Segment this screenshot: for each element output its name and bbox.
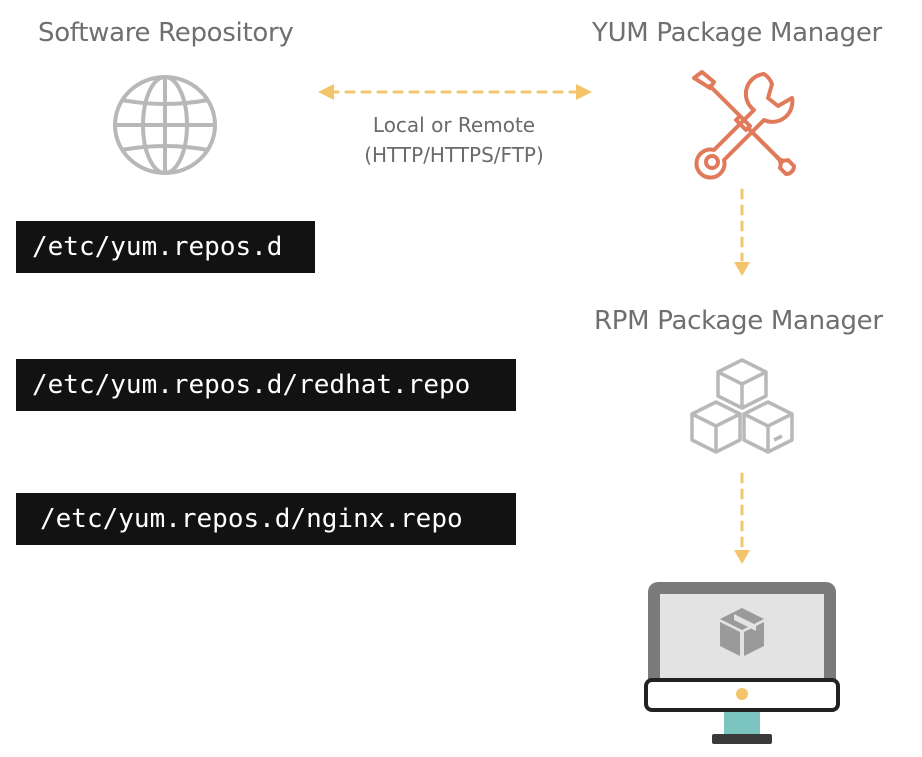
computer-icon xyxy=(640,578,844,753)
arrowhead-right xyxy=(576,84,592,100)
path-redhat-repo: /etc/yum.repos.d/redhat.repo xyxy=(16,359,516,411)
path-nginx-repo: /etc/yum.repos.d/nginx.repo xyxy=(16,493,516,545)
connection-label-type: Local or Remote xyxy=(372,113,536,137)
boxes-icon xyxy=(686,356,798,464)
arrowhead-left xyxy=(318,84,334,100)
globe-icon xyxy=(110,72,220,178)
tools-icon xyxy=(684,66,800,182)
rpm-package-manager-title: RPM Package Manager xyxy=(594,306,883,336)
connection-label-protocols: (HTTP/HTTPS/FTP) xyxy=(364,143,544,167)
arrowhead-down-computer xyxy=(734,550,750,564)
yum-package-manager-title: YUM Package Manager xyxy=(592,18,882,48)
software-repository-title: Software Repository xyxy=(38,18,294,48)
path-repos-dir: /etc/yum.repos.d xyxy=(16,221,315,273)
arrowhead-down-rpm xyxy=(734,262,750,276)
